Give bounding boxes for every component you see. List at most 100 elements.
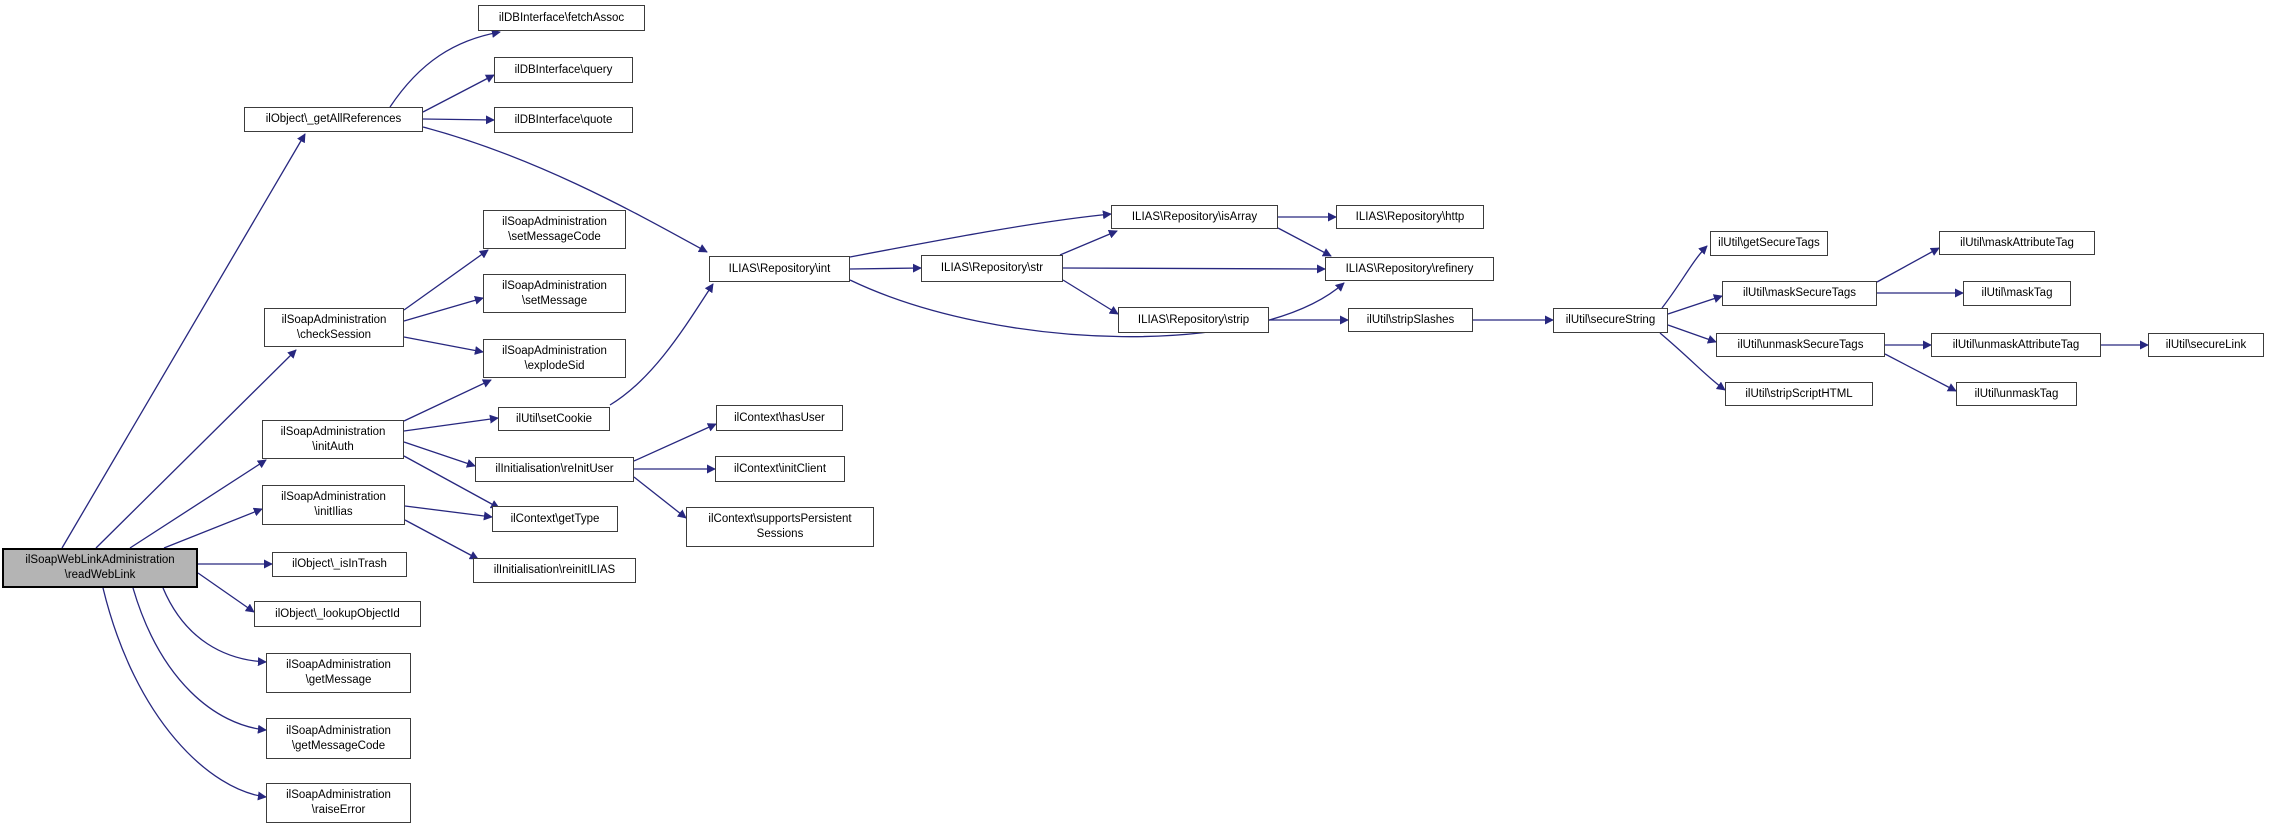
- call-edge-str-to-isArray: [1059, 229, 1118, 256]
- graph-node-strip[interactable]: ILIAS\Repository\strip: [1118, 307, 1269, 333]
- graph-node-hasUser[interactable]: ilContext\hasUser: [716, 405, 843, 431]
- node-label-line: ilContext\hasUser: [734, 411, 825, 424]
- node-label-line: \setMessage: [521, 294, 588, 307]
- graph-node-getType[interactable]: ilContext\getType: [492, 506, 618, 532]
- call-edge-getAllReferences-to-quote: [422, 115, 495, 125]
- call-edge-maskSecureTags-to-maskAttributeTag: [1876, 247, 1940, 283]
- call-edge-secureString-to-unmaskSecureTags: [1667, 324, 1717, 344]
- graph-node-initIlias[interactable]: ilSoapAdministration\initIlias: [262, 485, 405, 525]
- call-edge-str-to-refinery: [1062, 264, 1326, 274]
- graph-node-unmaskAttributeTag[interactable]: ilUtil\unmaskAttributeTag: [1931, 333, 2101, 357]
- graph-node-secureString[interactable]: ilUtil\secureString: [1553, 308, 1668, 333]
- graph-node-explodeSid[interactable]: ilSoapAdministration \explodeSid: [483, 339, 626, 378]
- call-edge-int-to-refinery: [849, 279, 1345, 338]
- graph-node-quote[interactable]: ilDBInterface\quote: [494, 107, 633, 133]
- graph-node-query[interactable]: ilDBInterface\query: [494, 57, 633, 83]
- graph-node-isInTrash[interactable]: ilObject\_isInTrash: [272, 552, 407, 577]
- graph-node-maskTag[interactable]: ilUtil\maskTag: [1963, 281, 2071, 306]
- call-edge-checkSession-to-explodeSid: [403, 336, 484, 355]
- node-label-line: ilUtil\maskSecureTags: [1742, 287, 1857, 300]
- graph-node-getSecureTags[interactable]: ilUtil\getSecureTags: [1710, 231, 1828, 256]
- call-edge-getAllReferences-to-query: [422, 74, 495, 113]
- node-label-line: ilContext\supportsPersistent: [708, 513, 852, 526]
- graph-node-readWebLink[interactable]: ilSoapWebLinkAdministration\readWebLink: [2, 548, 198, 588]
- node-label-line: ILIAS\Repository\refinery: [1345, 262, 1474, 275]
- call-edge-secureString-to-getSecureTags: [1661, 245, 1708, 309]
- graph-node-setMessage[interactable]: ilSoapAdministration \setMessage: [483, 274, 626, 313]
- node-label-line: ilDBInterface\quote: [514, 113, 613, 126]
- graph-node-raiseError[interactable]: ilSoapAdministration\raiseError: [266, 783, 411, 823]
- call-edge-initAuth-to-reInitUser: [403, 441, 476, 468]
- graph-node-str[interactable]: ILIAS\Repository\str: [921, 255, 1063, 282]
- graph-node-unmaskSecureTags[interactable]: ilUtil\unmaskSecureTags: [1716, 333, 1885, 357]
- graph-node-getMessage[interactable]: ilSoapAdministration\getMessage: [266, 653, 411, 693]
- graph-node-maskSecureTags[interactable]: ilUtil\maskSecureTags: [1722, 281, 1877, 306]
- node-label-line: \initAuth: [312, 440, 354, 453]
- call-edge-initIlias-to-getType: [404, 505, 493, 521]
- call-edge-initAuth-to-getType: [403, 455, 500, 509]
- node-label-line: ilUtil\setCookie: [515, 412, 593, 425]
- call-edge-initAuth-to-setCookie: [403, 414, 499, 432]
- graph-node-maskAttributeTag[interactable]: ilUtil\maskAttributeTag: [1939, 231, 2095, 255]
- node-label-line: ilInitialisation\reinitILIAS: [493, 564, 616, 577]
- graph-node-getAllReferences[interactable]: ilObject\_getAllReferences: [244, 107, 423, 132]
- graph-node-initAuth[interactable]: ilSoapAdministration \initAuth: [262, 420, 404, 459]
- call-edge-readWebLink-to-lookupObjectId: [197, 572, 255, 613]
- graph-node-fetchAssoc[interactable]: ilDBInterface\fetchAssoc: [478, 5, 645, 31]
- node-label-line: \readWebLink: [64, 569, 136, 581]
- graph-node-reinitILIAS[interactable]: ilInitialisation\reinitILIAS: [473, 558, 636, 583]
- node-label-line: Sessions: [756, 528, 804, 540]
- call-edge-unmaskSecureTags-to-unmaskTag: [1884, 353, 1957, 392]
- call-edge-getAllReferences-to-fetchAssoc: [389, 28, 501, 108]
- node-label-line: ilSoapAdministration: [502, 279, 607, 292]
- call-edge-reInitUser-to-supportsPersistent: [633, 476, 687, 519]
- graph-node-lookupObjectId[interactable]: ilObject\_lookupObjectId: [254, 601, 421, 627]
- node-label-line: ILIAS\Repository\int: [728, 262, 831, 275]
- node-label-line: ilObject\_getAllReferences: [265, 113, 402, 126]
- call-edge-initIlias-to-reinitILIAS: [404, 519, 479, 560]
- node-label-line: ilSoapAdministration: [286, 724, 391, 737]
- node-label-line: ilObject\_isInTrash: [292, 558, 387, 571]
- node-label-line: ilUtil\maskAttributeTag: [1960, 236, 2074, 249]
- graph-node-refinery[interactable]: ILIAS\Repository\refinery: [1325, 257, 1494, 281]
- call-edge-readWebLink-to-initAuth: [129, 459, 267, 549]
- node-label-line: ilSoapAdministration: [502, 344, 607, 357]
- graph-node-stripSlashes[interactable]: ilUtil\stripSlashes: [1348, 308, 1473, 332]
- node-label-line: ilSoapAdministration: [286, 659, 391, 672]
- node-label-line: ilUtil\maskTag: [1981, 287, 2053, 300]
- node-label-line: ilObject\_lookupObjectId: [275, 607, 400, 620]
- graph-node-secureLink[interactable]: ilUtil\secureLink: [2148, 333, 2264, 357]
- call-edge-readWebLink-to-checkSession: [95, 349, 297, 549]
- node-label-line: ilUtil\stripSlashes: [1366, 313, 1455, 326]
- node-label-line: \explodeSid: [524, 359, 585, 372]
- call-edge-str-to-strip: [1062, 279, 1119, 315]
- graph-node-int[interactable]: ILIAS\Repository\int: [709, 256, 850, 282]
- node-label-line: ILIAS\Repository\str: [940, 262, 1044, 275]
- graph-node-getMessageCode[interactable]: ilSoapAdministration\getMessageCode: [266, 718, 411, 759]
- call-edge-initAuth-to-explodeSid: [403, 379, 492, 422]
- node-label-line: ilSoapAdministration: [281, 491, 386, 504]
- call-edge-readWebLink-to-getMessage: [162, 587, 267, 667]
- call-edge-readWebLink-to-getMessageCode: [132, 587, 267, 734]
- node-label-line: ilSoapAdministration: [280, 425, 386, 438]
- graph-node-initClient[interactable]: ilContext\initClient: [715, 456, 845, 482]
- node-label-line: ilUtil\unmaskTag: [1974, 387, 2059, 400]
- graph-node-setCookie[interactable]: ilUtil\setCookie: [498, 407, 610, 431]
- call-edge-secureString-to-stripScriptHTML: [1659, 332, 1726, 391]
- graph-node-isArray[interactable]: ILIAS\Repository\isArray: [1111, 205, 1278, 229]
- call-edge-readWebLink-to-raiseError: [102, 587, 267, 801]
- call-edge-isArray-to-refinery: [1277, 227, 1332, 257]
- graph-node-reInitUser[interactable]: ilInitialisation\reInitUser: [475, 457, 634, 482]
- node-label-line: ilSoapAdministration: [286, 789, 391, 802]
- graph-node-http[interactable]: ILIAS\Repository\http: [1336, 205, 1484, 229]
- graph-node-unmaskTag[interactable]: ilUtil\unmaskTag: [1956, 382, 2077, 406]
- graph-node-setMessageCode[interactable]: ilSoapAdministration\setMessageCode: [483, 210, 626, 249]
- graph-node-checkSession[interactable]: ilSoapAdministration\checkSession: [264, 308, 404, 347]
- graph-node-stripScriptHTML[interactable]: ilUtil\stripScriptHTML: [1725, 382, 1873, 406]
- node-label-line: ilContext\initClient: [733, 462, 827, 475]
- node-label-line: ILIAS\Repository\http: [1355, 210, 1465, 223]
- node-label-line: ilUtil\unmaskSecureTags: [1737, 338, 1864, 351]
